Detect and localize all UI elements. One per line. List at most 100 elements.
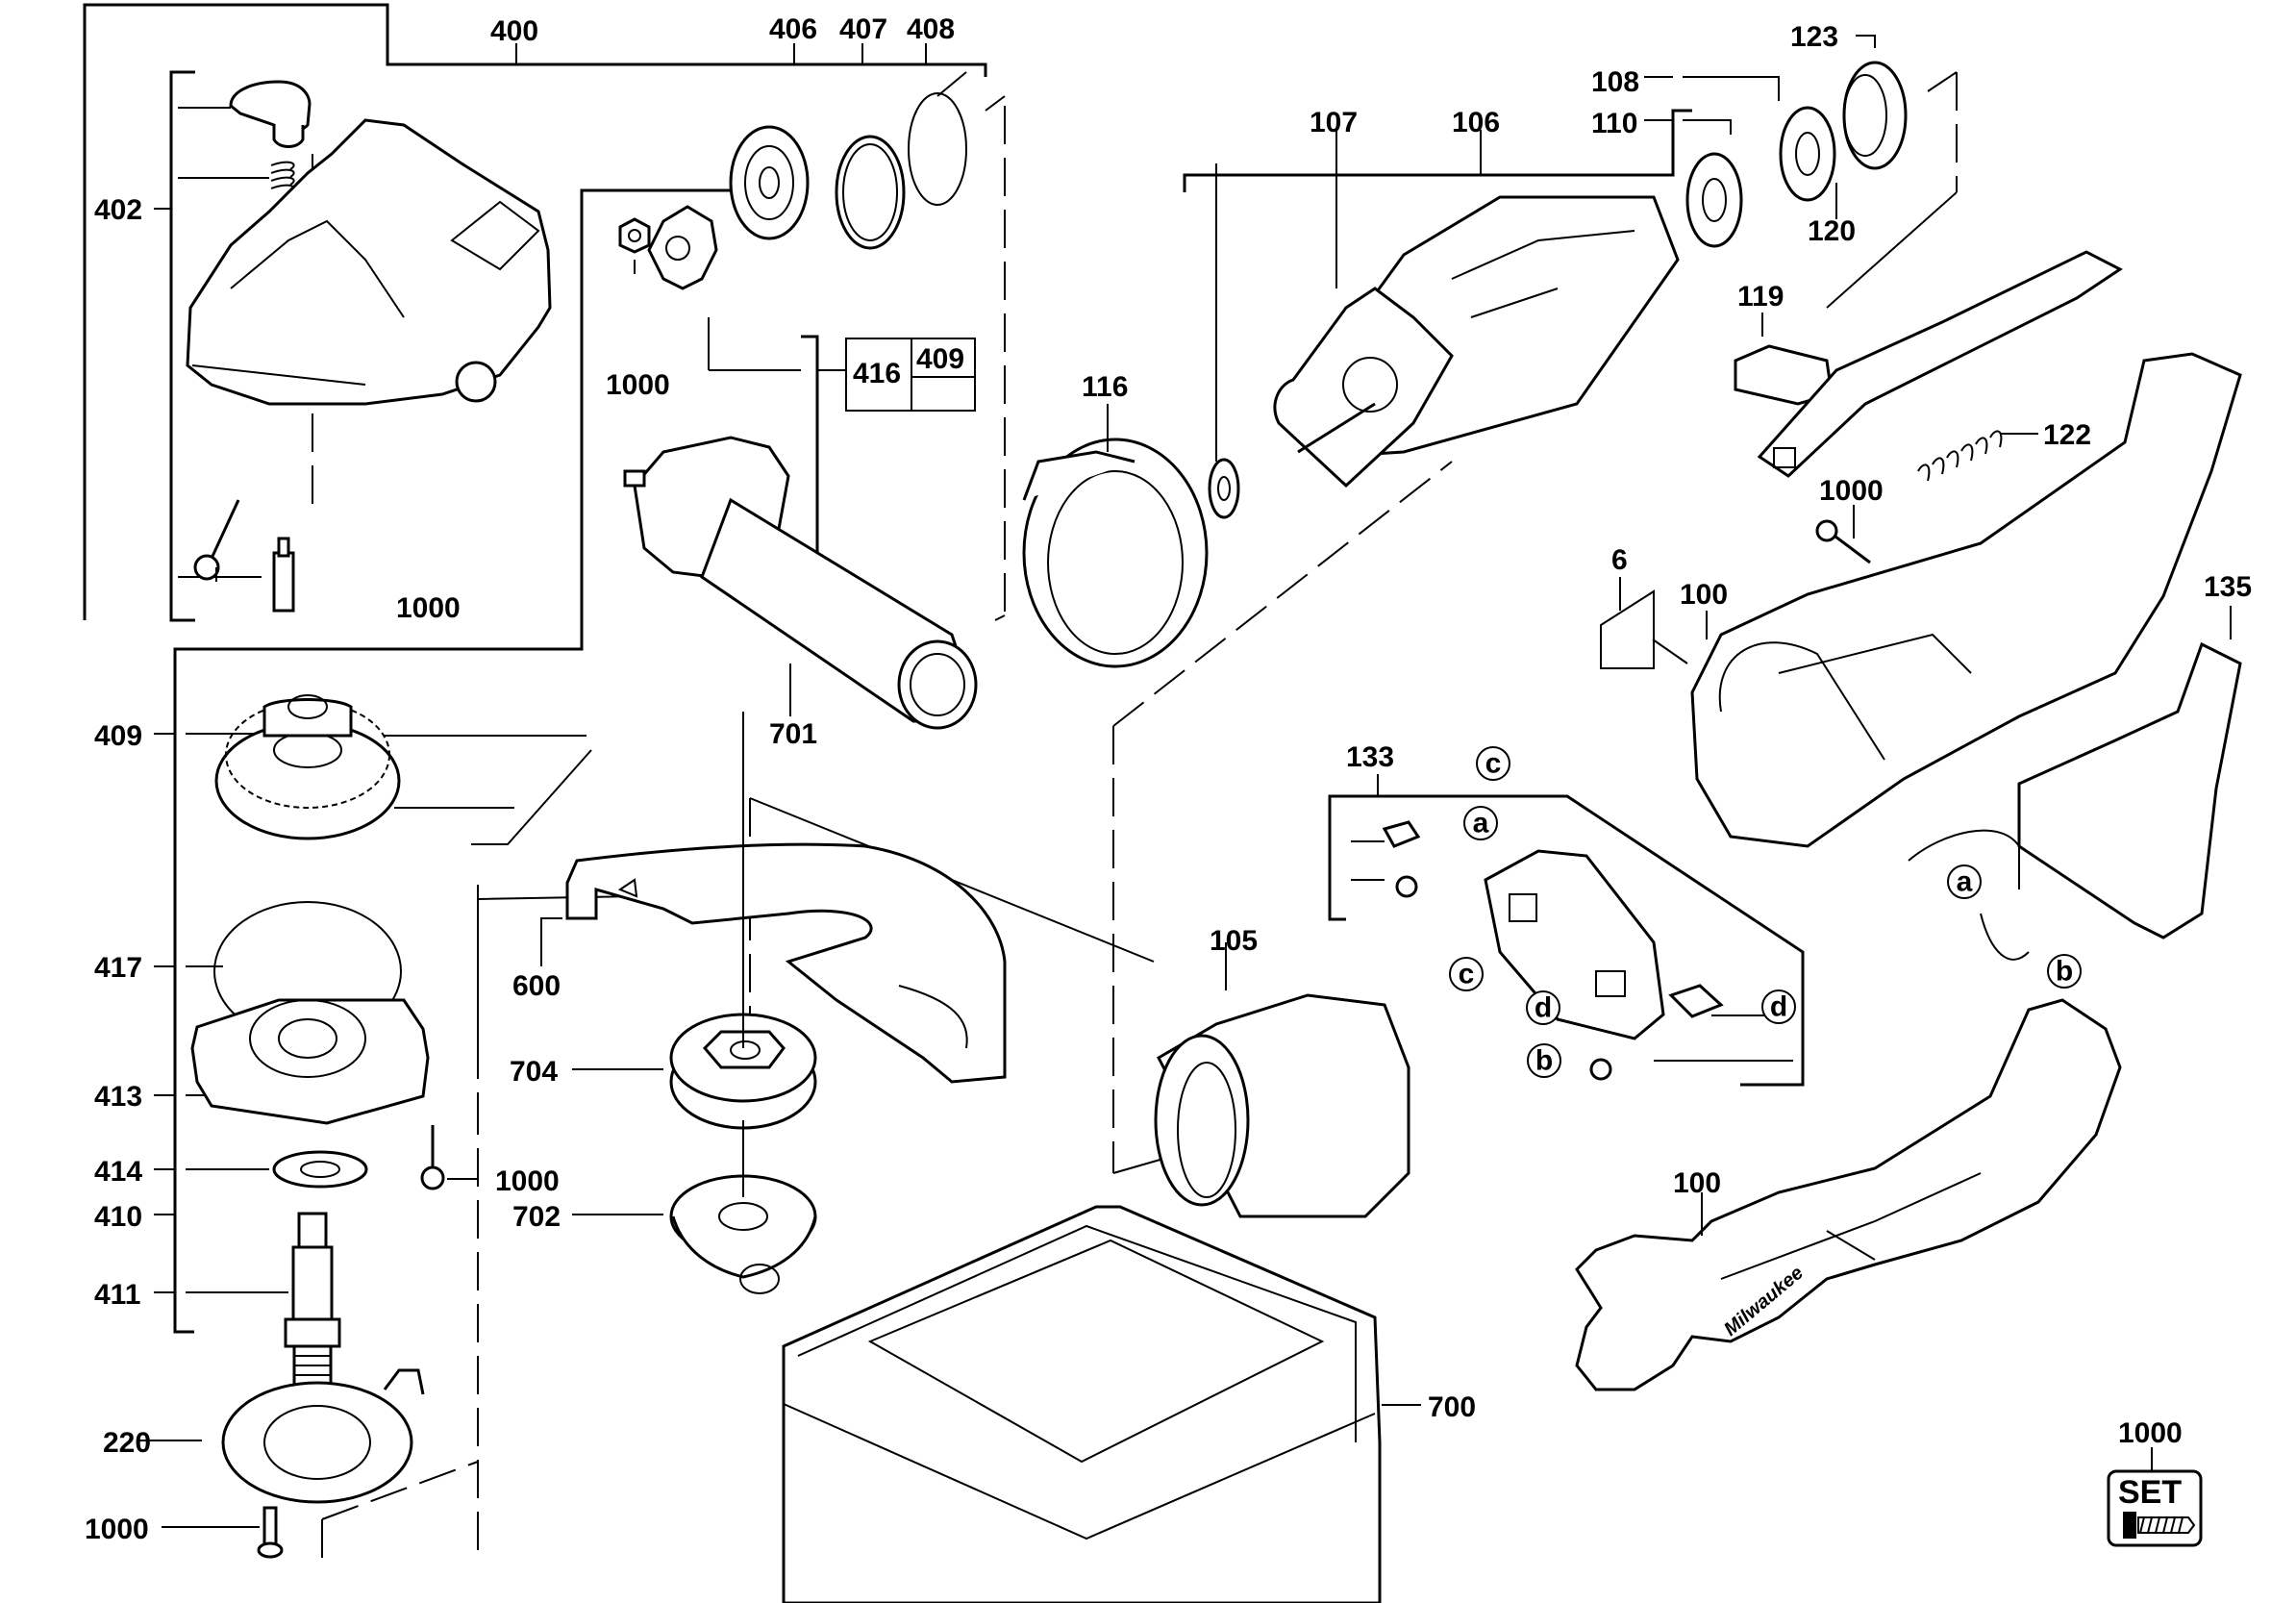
label-416: 416 bbox=[853, 358, 901, 389]
svg-text:c: c bbox=[1485, 748, 1502, 780]
label-417: 417 bbox=[94, 952, 142, 984]
part-spring-402 bbox=[270, 161, 295, 193]
leader-408 bbox=[936, 71, 967, 97]
part-bevel-gear-409 bbox=[214, 694, 401, 840]
svg-text:c: c bbox=[1459, 959, 1475, 990]
label-110: 110 bbox=[1591, 108, 1637, 139]
part-side-handle bbox=[623, 436, 978, 730]
part-washer-414 bbox=[272, 1150, 368, 1189]
part-flange-116 bbox=[1022, 438, 1209, 668]
part-nut-1000-b bbox=[618, 217, 651, 254]
part-screw-1000-c bbox=[1815, 519, 1871, 564]
label-411: 411 bbox=[94, 1279, 140, 1311]
label-407: 407 bbox=[839, 13, 887, 45]
label-122: 122 bbox=[2043, 419, 2091, 451]
connector-c-1: c bbox=[1476, 746, 1510, 781]
part-washer-407 bbox=[835, 135, 906, 250]
label-702: 702 bbox=[512, 1201, 561, 1233]
label-410: 410 bbox=[94, 1201, 142, 1233]
part-brush-spring-2 bbox=[1589, 1058, 1612, 1081]
part-screw-1000-d bbox=[420, 1125, 445, 1190]
part-carry-case-700 bbox=[782, 1205, 1382, 1603]
label-100-upper: 100 bbox=[1680, 579, 1728, 611]
part-motor-housing-100-upper bbox=[1690, 352, 2242, 848]
label-1000-nut: 1000 bbox=[606, 369, 670, 401]
leader-100-a bbox=[1652, 639, 1688, 664]
label-106: 106 bbox=[1452, 107, 1500, 138]
bracket-133 bbox=[1328, 774, 1805, 1087]
part-screw-1000-a bbox=[193, 499, 240, 581]
label-1000-plate: 1000 bbox=[495, 1165, 560, 1197]
label-133: 133 bbox=[1346, 741, 1394, 773]
part-bearing-406 bbox=[729, 125, 810, 240]
connector-b-2: b bbox=[2047, 954, 2082, 989]
label-116: 116 bbox=[1082, 371, 1128, 403]
label-120: 120 bbox=[1808, 215, 1856, 247]
label-701: 701 bbox=[769, 718, 817, 750]
part-brush-spring-1 bbox=[1395, 875, 1418, 898]
label-105: 105 bbox=[1210, 925, 1258, 957]
part-carbon-brush-2 bbox=[1668, 984, 1724, 1018]
part-flange-nut-704 bbox=[669, 1013, 817, 1130]
label-107: 107 bbox=[1310, 107, 1358, 138]
part-screw-1000-e bbox=[257, 1506, 284, 1559]
label-1000-bottom: 1000 bbox=[85, 1514, 149, 1545]
part-cap-402 bbox=[229, 80, 312, 148]
part-brush-holder bbox=[1484, 849, 1665, 1040]
label-409: 409 bbox=[94, 720, 142, 752]
connector-d-2: d bbox=[1761, 989, 1796, 1024]
part-plate-220 bbox=[221, 1368, 425, 1504]
label-408: 408 bbox=[907, 13, 955, 45]
part-carbon-brush-1 bbox=[1382, 820, 1421, 848]
label-400: 400 bbox=[490, 15, 538, 47]
label-1000-switch: 1000 bbox=[1819, 475, 1884, 507]
part-labels: 400 402 406 407 408 1000 1000 416 409 70… bbox=[85, 13, 2252, 1545]
part-spring-122 bbox=[1917, 430, 2003, 482]
label-100-lower: 100 bbox=[1673, 1167, 1721, 1199]
bracket-400 bbox=[83, 3, 987, 620]
label-700: 700 bbox=[1428, 1391, 1476, 1423]
connector-c-2: c bbox=[1449, 957, 1484, 991]
part-gear-housing bbox=[186, 118, 552, 406]
label-409-box: 409 bbox=[916, 343, 964, 375]
svg-text:a: a bbox=[1473, 808, 1489, 839]
part-spindle-411 bbox=[284, 1212, 341, 1391]
svg-text:b: b bbox=[2056, 956, 2073, 988]
bracket-402 bbox=[154, 70, 269, 622]
label-406: 406 bbox=[769, 13, 817, 45]
label-402: 402 bbox=[94, 194, 142, 226]
part-motor-housing-100-lower: Milwaukee bbox=[1575, 998, 2122, 1391]
label-220: 220 bbox=[103, 1427, 151, 1459]
label-119: 119 bbox=[1737, 281, 1784, 313]
part-ring-408 bbox=[908, 92, 967, 206]
connector-d-1: d bbox=[1526, 990, 1560, 1025]
svg-text:d: d bbox=[1770, 991, 1787, 1023]
set-badge: SET bbox=[2107, 1447, 2203, 1547]
label-1000-set: 1000 bbox=[2118, 1417, 2183, 1449]
connector-b-1: b bbox=[1527, 1043, 1561, 1078]
label-108: 108 bbox=[1591, 66, 1639, 98]
label-6: 6 bbox=[1611, 544, 1628, 576]
label-123: 123 bbox=[1790, 21, 1838, 53]
part-wheel-guard-600 bbox=[565, 842, 1007, 1084]
connector-a-2: a bbox=[1947, 864, 1982, 899]
set-badge-text: SET bbox=[2118, 1474, 2182, 1511]
part-nameplate-6 bbox=[1600, 589, 1655, 669]
leader-600 bbox=[540, 917, 562, 966]
label-135: 135 bbox=[2204, 571, 2252, 603]
part-stator-105 bbox=[1154, 993, 1410, 1218]
svg-text:d: d bbox=[1535, 992, 1552, 1024]
label-704: 704 bbox=[510, 1056, 558, 1088]
connector-a-1: a bbox=[1463, 806, 1498, 840]
part-switch-slider-120 bbox=[1757, 250, 2123, 478]
part-armature bbox=[1273, 195, 1680, 488]
bracket-106 bbox=[1183, 35, 1876, 452]
part-sleeve-123 bbox=[1842, 61, 1908, 170]
part-pinion-gear bbox=[647, 205, 718, 290]
part-inner-flange-702 bbox=[669, 1174, 817, 1294]
part-bearing-110 bbox=[1685, 152, 1743, 248]
part-switch-135 bbox=[1908, 641, 2242, 961]
part-bearing-plate-413 bbox=[190, 998, 430, 1125]
screw-icon bbox=[2123, 1512, 2196, 1539]
